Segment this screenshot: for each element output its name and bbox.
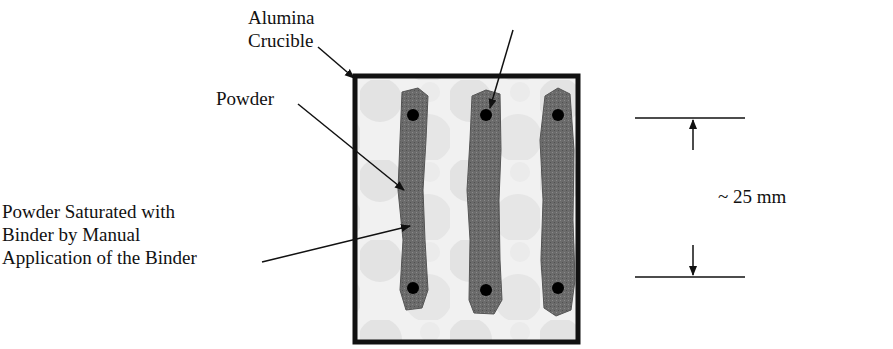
part-label: Alumina Crucible bbox=[248, 6, 344, 52]
dimension-label: ~ 25 mm bbox=[716, 185, 788, 208]
part-label: Powder Saturated with Binder by Manual A… bbox=[2, 200, 198, 269]
binder-line bbox=[398, 88, 428, 310]
binder-dot bbox=[407, 109, 564, 296]
binder-line bbox=[467, 90, 502, 314]
part-label: Powder bbox=[216, 87, 306, 110]
binder-line bbox=[540, 88, 575, 316]
alumina-crucible bbox=[355, 76, 578, 342]
leader-line bbox=[262, 30, 513, 262]
